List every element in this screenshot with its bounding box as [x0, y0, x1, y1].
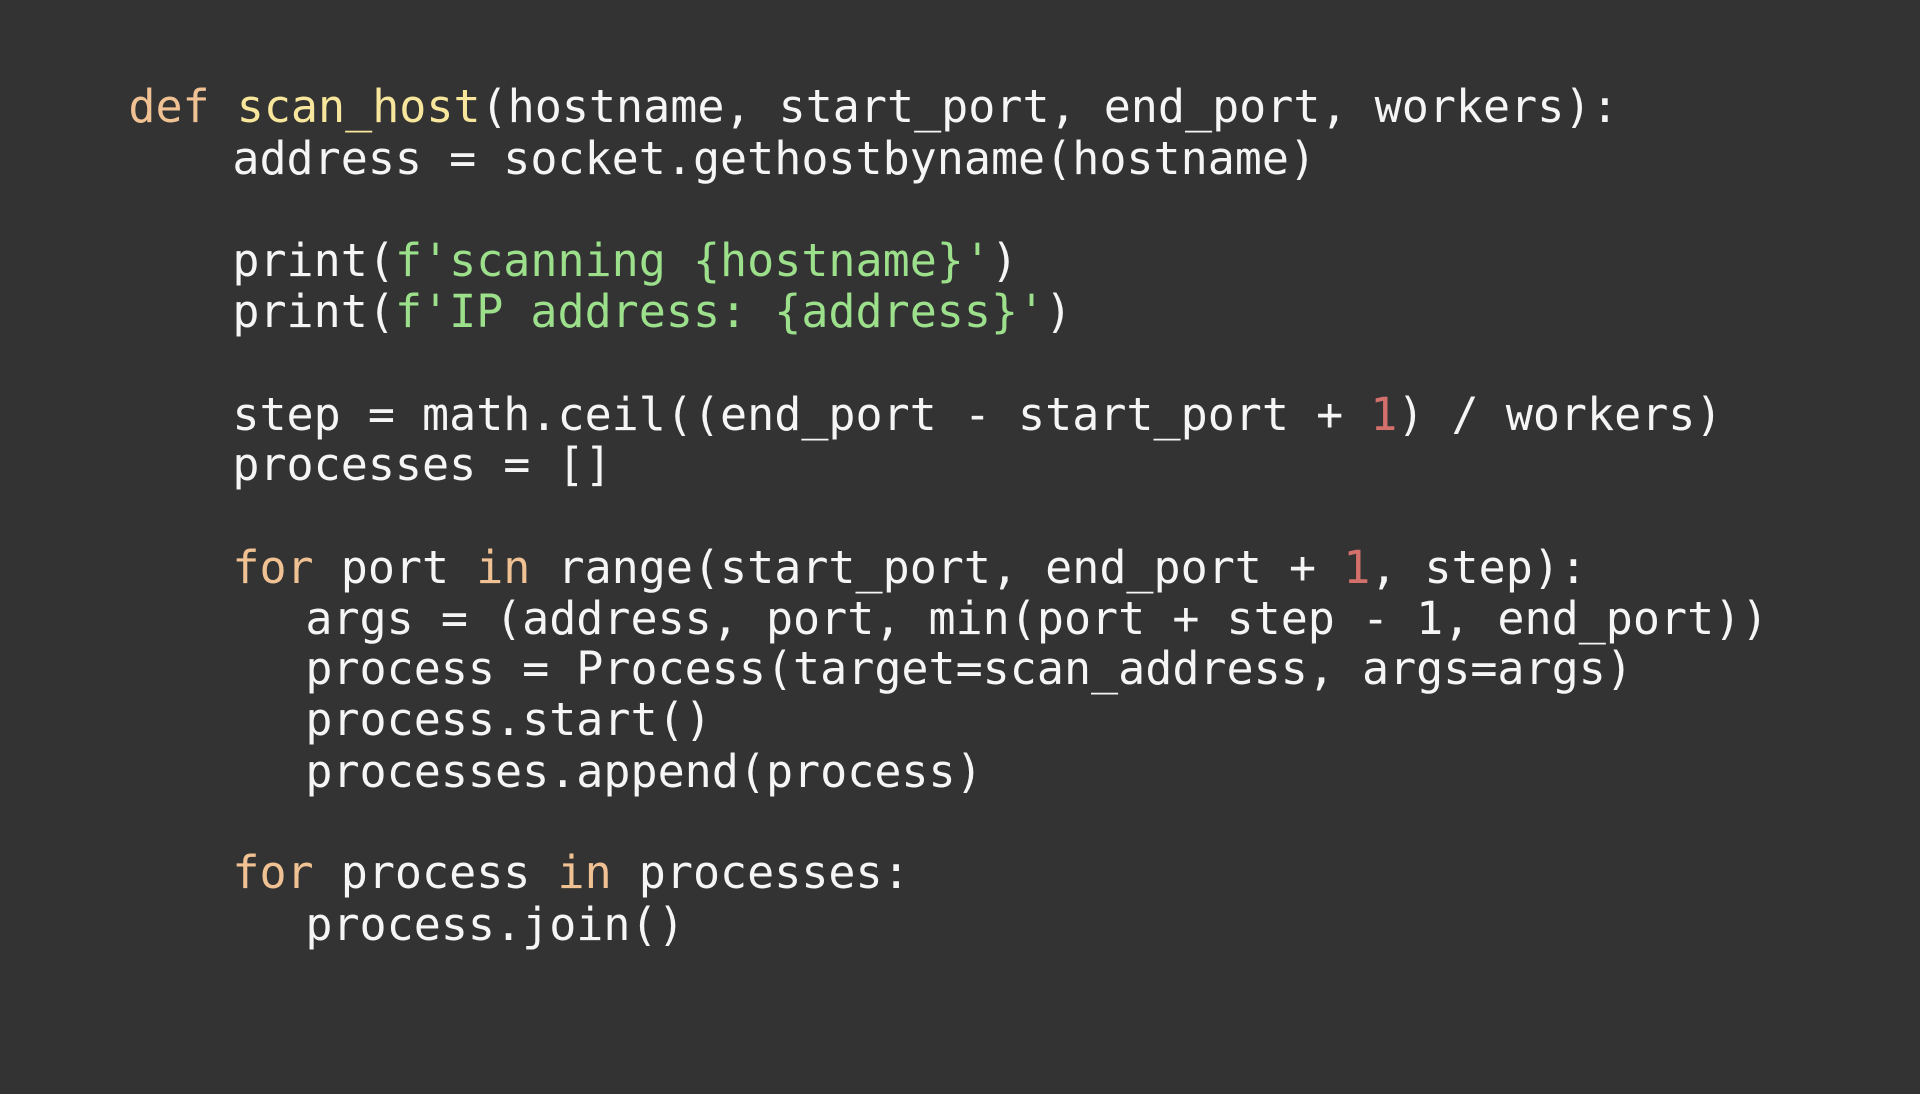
- code-editor: def scan_host(hostname, start_port, end_…: [20, 14, 1900, 1084]
- code-line-append: processes.append(process): [20, 679, 982, 798]
- string-token: f'IP address: {address}': [394, 285, 1046, 338]
- code-token: port: [313, 541, 477, 594]
- code-line-print-scanning: print(f'scanning {hostname}'): [20, 168, 1018, 287]
- code-line-processes: processes = []: [20, 372, 611, 491]
- code-token: processes:: [611, 846, 910, 899]
- code-line-for-port: for port in range(start_port, end_port +…: [20, 475, 1587, 594]
- code-line-process-start: process.start(): [20, 627, 711, 746]
- number-token: 1: [1370, 388, 1398, 441]
- code-token: (hostname, start_port, end_port, workers…: [480, 80, 1619, 133]
- code-token: address = socket.gethostbyname(hostname): [232, 132, 1317, 185]
- code-token: process.join(): [305, 898, 685, 951]
- function-name-token: scan_host: [236, 80, 481, 133]
- code-token: processes.append(process): [305, 745, 983, 798]
- code-token: ): [990, 234, 1019, 287]
- code-line-print-ip: print(f'IP address: {address}'): [20, 219, 1072, 338]
- code-line-for-process: for process in processes:: [20, 780, 909, 899]
- code-token: range(start_port, end_port +: [530, 541, 1344, 594]
- keyword-token: for: [232, 846, 314, 899]
- code-token: ): [1045, 285, 1073, 338]
- code-line-def: def scan_host(hostname, start_port, end_…: [20, 14, 1618, 133]
- code-line-join: process.join(): [20, 832, 684, 951]
- code-token: print(: [232, 234, 395, 287]
- code-token: args = (address, port, min(port + step -…: [305, 592, 1769, 645]
- keyword-token: in: [557, 846, 612, 899]
- code-token: processes = []: [232, 438, 612, 491]
- code-token: process = Process(target=scan_address, a…: [305, 642, 1633, 695]
- code-token: print(: [232, 285, 395, 338]
- code-token: , step):: [1370, 541, 1588, 594]
- keyword-token: in: [476, 541, 531, 594]
- code-token: ) / workers): [1397, 388, 1723, 441]
- code-line-step: step = math.ceil((end_port - start_port …: [20, 322, 1722, 441]
- code-token: step = math.ceil((end_port - start_port …: [232, 388, 1371, 441]
- code-token: process.start(): [305, 693, 712, 746]
- number-token: 1: [1343, 541, 1371, 594]
- keyword-token: def: [128, 80, 210, 133]
- code-token: process: [313, 846, 558, 899]
- keyword-token: for: [232, 541, 314, 594]
- code-line-args: args = (address, port, min(port + step -…: [20, 526, 1768, 645]
- code-line-process: process = Process(target=scan_address, a…: [20, 576, 1633, 695]
- string-token: f'scanning {hostname}': [394, 234, 991, 287]
- code-line-address: address = socket.gethostbyname(hostname): [20, 66, 1316, 185]
